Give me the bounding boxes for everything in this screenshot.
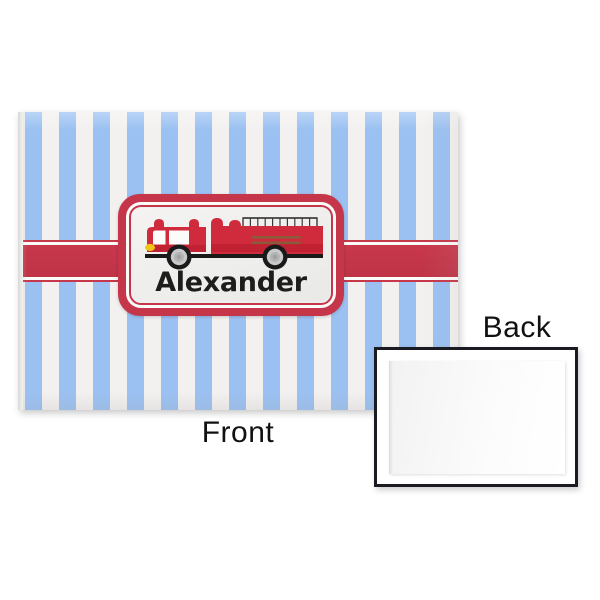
back-placemat-left-edge bbox=[389, 361, 393, 474]
plaque-name-text: Alexander bbox=[155, 267, 307, 298]
plaque-face: Alexander bbox=[132, 208, 330, 302]
name-plaque[interactable]: Alexander bbox=[118, 194, 344, 316]
front-caption: Front bbox=[201, 416, 275, 449]
firetruck-icon bbox=[132, 212, 330, 270]
back-placemat[interactable] bbox=[374, 347, 578, 487]
back-caption: Back bbox=[482, 311, 552, 344]
back-placemat-surface bbox=[389, 361, 565, 474]
